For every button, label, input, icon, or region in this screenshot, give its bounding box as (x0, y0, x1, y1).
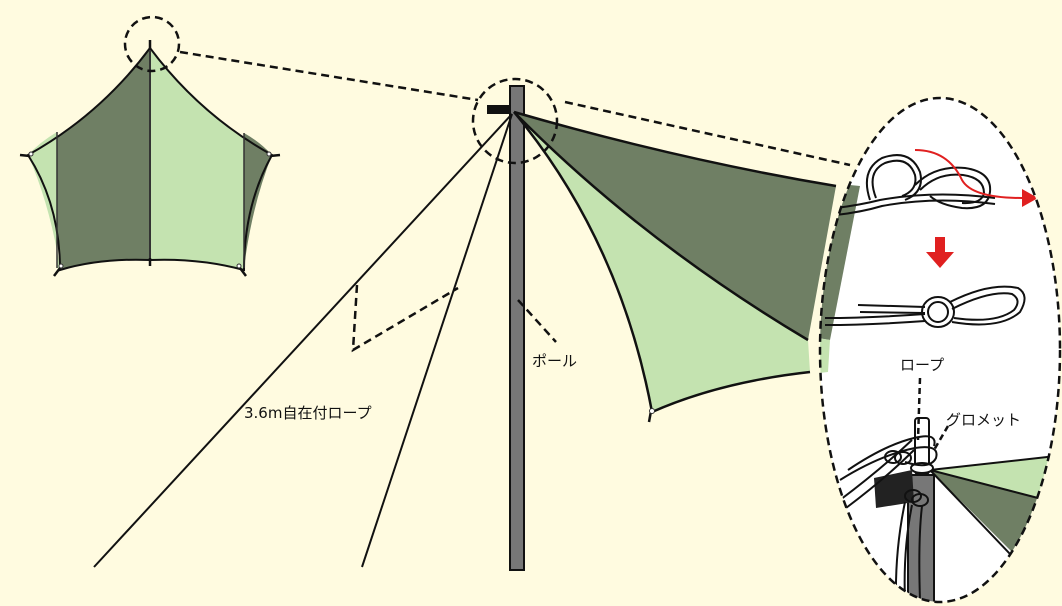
grommet-icon (236, 263, 242, 269)
detail-oval: ロープ グロメット (818, 96, 1062, 604)
guy-rope-right (361, 113, 513, 568)
detail-corner-light (930, 455, 1060, 505)
tarp-top-view-right-panel (150, 48, 272, 270)
grommet-icon (649, 408, 655, 414)
pole-top-clip (487, 105, 511, 114)
callout-line-to-detail (564, 100, 851, 167)
tarp-perspective-dark-panel (514, 112, 836, 340)
pole-label: ポール (532, 352, 577, 370)
grommet-leader (932, 425, 950, 451)
tarp-top-view-left-panel (28, 48, 150, 270)
tarp-top-view-left-wing (28, 132, 60, 268)
pole-label-leader (517, 299, 557, 343)
tarp-perspective-light-panel (514, 112, 810, 412)
arrow-head-icon (1022, 189, 1038, 207)
detail-knot-tied (824, 285, 1026, 328)
grommet-icon (58, 263, 64, 269)
pole (509, 85, 525, 571)
arrow-down-icon (926, 237, 954, 268)
rope-detail-label: ロープ (900, 356, 944, 374)
tarp-perspective (513, 110, 837, 423)
detail-knot-loose (835, 154, 996, 216)
tarp-top-view-corner-highlight (123, 15, 181, 73)
arrow-icon (914, 149, 1023, 199)
callout-line-top-corner (179, 50, 479, 102)
grommet-icon (28, 151, 34, 157)
grommet-icon (266, 151, 272, 157)
detail-ropes (839, 435, 938, 601)
rope-label: 3.6m自在付ロープ (244, 404, 372, 422)
detail-oval-border (818, 96, 1062, 604)
rope-label-leader (351, 284, 459, 353)
pole-top-highlight (471, 77, 559, 165)
detail-tarp-tab (874, 470, 914, 508)
rope-detail-leader (916, 377, 922, 441)
detail-tarp-light (820, 335, 830, 375)
tarp-top-view (19, 40, 281, 277)
guy-rope-left (93, 113, 513, 568)
detail-tarp-dark (820, 180, 860, 340)
grommet-label: グロメット (946, 411, 1021, 429)
